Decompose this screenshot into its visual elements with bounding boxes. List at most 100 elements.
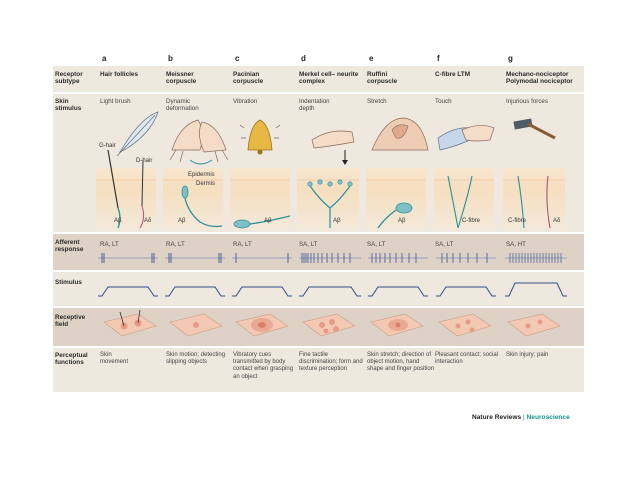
receptor-merkel: Merkel cell– neurite complex <box>299 71 359 86</box>
receptor-hair-follicles: Hair follicles <box>100 71 139 78</box>
row-label-receptor: Receptor subtype <box>55 71 83 86</box>
label-a-delta-a: Aδ <box>144 218 152 224</box>
journal-credit: Nature Reviews | Neuroscience <box>472 414 570 421</box>
skin-block-e <box>366 168 426 230</box>
row-label-stimulus: Skin stimulus <box>55 98 82 113</box>
skin-block-g <box>503 168 565 230</box>
skin-block-c <box>230 168 291 230</box>
receptor-c-fibre-ltm: C-fibre LTM <box>435 71 471 78</box>
response-e: SA, LT <box>367 241 386 248</box>
field-a <box>103 309 157 337</box>
label-a-beta-c: Aβ <box>264 218 272 224</box>
spikes-f <box>441 253 488 263</box>
row-label-receptive-field: Receptive field <box>55 314 86 329</box>
label-d-hair: D-hair <box>136 158 153 164</box>
spikes-e <box>371 253 417 263</box>
column-letter-b: b <box>168 54 173 63</box>
pressing-hand-icon <box>311 130 355 165</box>
motion-arrow-icon <box>189 159 213 165</box>
spikes-a <box>101 253 155 263</box>
stimulus-injurious-forces: Injurious forces <box>506 98 548 105</box>
trace-f <box>436 286 496 297</box>
trace-a <box>98 286 158 297</box>
stimulus-vibration: Vibration <box>233 98 258 105</box>
column-letter-d: d <box>301 54 306 63</box>
field-e <box>370 313 424 337</box>
hammer-icon <box>513 118 556 140</box>
stimulus-light-brush: Light brush <box>100 98 131 105</box>
trace-d <box>299 286 361 297</box>
stimulus-indentation-depth: Indentation depth <box>299 98 330 113</box>
field-d <box>302 313 356 337</box>
skin-block-d <box>297 168 359 230</box>
response-a: RA, LT <box>100 241 119 248</box>
label-g-hair: G-hair <box>99 143 116 149</box>
journal-section: Neuroscience <box>526 414 570 421</box>
response-c: RA, LT <box>233 241 252 248</box>
function-d: Fine tactile discrimination; form and te… <box>299 352 363 373</box>
label-a-beta-b: Aβ <box>178 218 186 224</box>
receptor-meissner: Meissner corpuscle <box>166 71 197 86</box>
receptor-pacinian: Pacinian corpuscle <box>233 71 264 86</box>
stretched-skin-icon <box>371 117 429 151</box>
column-letter-e: e <box>369 54 374 63</box>
field-f <box>438 313 492 337</box>
header-band <box>53 66 584 92</box>
column-letter-f: f <box>437 54 440 63</box>
trace-g <box>505 282 567 297</box>
spikes-c <box>235 253 289 263</box>
field-g <box>507 313 561 337</box>
afferent-response-band <box>53 234 584 270</box>
row-label-stimulus-trace: Stimulus <box>55 279 82 286</box>
function-g: Skin injury; pain <box>506 352 549 358</box>
label-c-fibre-g: C-fibre <box>508 218 527 224</box>
label-a-beta-d: Aβ <box>333 218 341 224</box>
response-f: SA, LT <box>435 241 454 248</box>
spikes-d <box>301 253 351 263</box>
journal-name: Nature Reviews <box>472 414 522 421</box>
field-b <box>169 313 223 337</box>
perceptual-band <box>53 348 584 392</box>
credit-separator: | <box>522 414 525 421</box>
feather-icon <box>116 111 159 157</box>
column-letter-c: c <box>235 54 240 63</box>
spikes-g <box>509 253 562 263</box>
label-dermis: Dermis <box>196 181 215 187</box>
stimulus-touch: Touch <box>435 98 452 105</box>
bell-icon <box>239 119 281 155</box>
label-c-fibre-f: C-fibre <box>462 218 481 224</box>
function-e: Skin stretch; direction of object motion… <box>367 352 435 373</box>
column-letter-g: g <box>508 54 513 63</box>
function-f: Pleasant contact; social interaction <box>435 352 499 366</box>
response-g: SA, HT <box>506 241 526 248</box>
trace-c <box>232 286 292 297</box>
receptor-nociceptor: Mechano-nociceptor Polymodal nociceptor <box>506 71 573 86</box>
receptor-ruffini: Ruffini corpuscle <box>367 71 398 86</box>
label-a-delta-g: Aδ <box>553 218 561 224</box>
skin-block-f <box>434 168 494 230</box>
response-b: RA, LT <box>166 241 185 248</box>
response-d: SA, LT <box>299 241 318 248</box>
touching-hands-icon <box>437 125 495 151</box>
trace-e <box>368 286 428 297</box>
function-b: Skin motion; detecting slipping objects <box>166 352 226 366</box>
spikes-b <box>168 253 222 263</box>
function-a: Skin movement <box>100 352 129 366</box>
label-a-beta-a: Aβ <box>114 218 122 224</box>
stimulus-dynamic-deformation: Dynamic deformation <box>166 98 199 113</box>
hands-icon <box>169 119 229 163</box>
field-c <box>235 313 289 337</box>
skin-block-a <box>96 149 156 230</box>
row-label-perceptual: Perceptual functions <box>55 352 88 367</box>
function-c: Vibratory cues transmitted by body conta… <box>233 352 294 380</box>
column-letter-a: a <box>102 54 107 63</box>
row-label-afferent: Afferent response <box>55 239 84 254</box>
label-epidermis: Epidermis <box>188 172 215 178</box>
stimulus-stretch: Stretch <box>367 98 387 105</box>
skin-block-b <box>163 168 223 230</box>
